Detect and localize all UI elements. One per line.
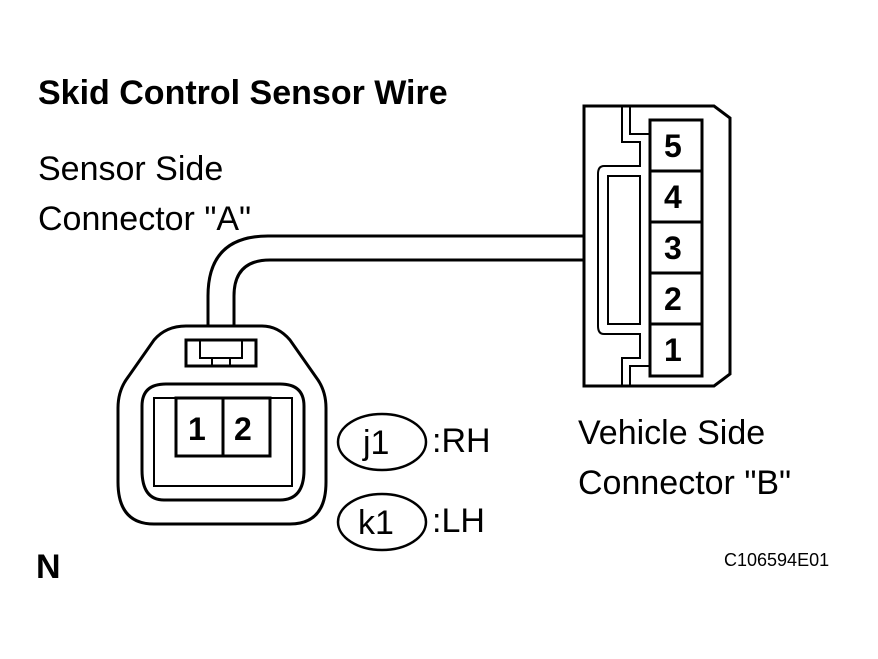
connector-b-vehicle-side — [582, 104, 732, 388]
connector-b-pin-column — [648, 118, 704, 378]
connector-a-pin-1: 1 — [188, 411, 206, 447]
connector-b-pin-1: 1 — [664, 332, 682, 368]
connector-b-outer-body — [582, 104, 732, 388]
connector-b-pin-3: 3 — [664, 230, 682, 266]
figure-id: C106594E01 — [724, 550, 829, 570]
connector-b-pin-4: 4 — [664, 179, 682, 215]
connector-a-label-line1: Sensor Side — [38, 150, 223, 188]
corner-mark: N — [36, 548, 61, 586]
connector-a-lock-tab — [184, 338, 258, 368]
connector-a-outer-housing — [116, 324, 328, 526]
legend-rh-oval — [336, 412, 428, 472]
connector-b-label-line1: Vehicle Side — [578, 414, 765, 452]
legend-rh: j1 :RH — [336, 412, 491, 472]
connector-a-label-line2: Connector "A" — [38, 200, 251, 238]
legend-rh-code: j1 — [362, 424, 389, 462]
legend-lh-code: k1 — [358, 504, 394, 542]
connector-b-pin-2: 2 — [664, 281, 682, 317]
connector-a-sensor-side — [116, 324, 328, 526]
sensor-wire — [206, 234, 584, 326]
legend-rh-side: :RH — [432, 422, 491, 460]
connector-b-pin-5: 5 — [664, 128, 682, 164]
connector-a-pin-2: 2 — [234, 411, 252, 447]
diagram-title: Skid Control Sensor Wire — [38, 74, 448, 112]
legend-lh-side: :LH — [432, 502, 485, 540]
connector-a-inner-housing — [140, 382, 306, 502]
connector-b-label-line2: Connector "B" — [578, 464, 791, 502]
connector-b-latch-channel — [597, 106, 641, 386]
legend-lh: k1 :LH — [336, 492, 485, 552]
legend-lh-oval — [336, 492, 428, 552]
